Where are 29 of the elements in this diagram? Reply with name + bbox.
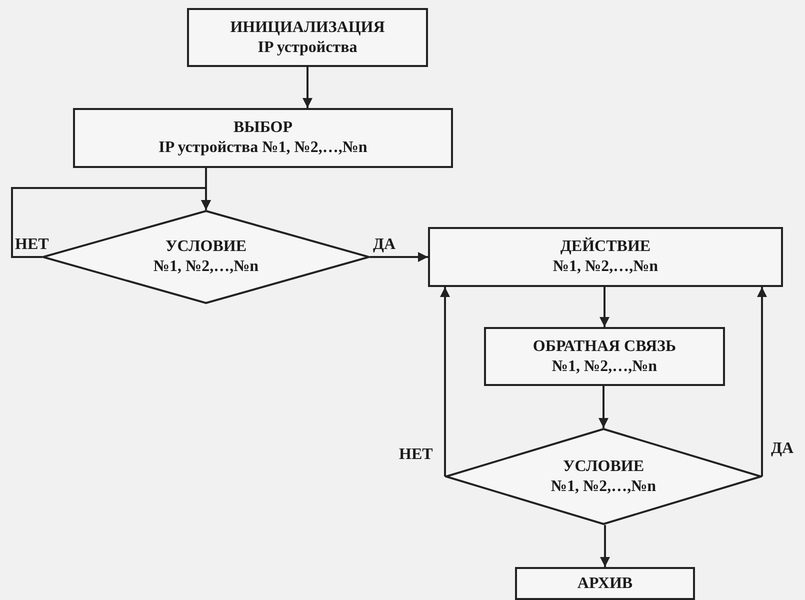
process-box	[428, 227, 783, 287]
decision-diamond	[445, 428, 762, 525]
step-title: ВЫБОР	[233, 118, 293, 138]
step-text: №1, №2,…,№n	[552, 257, 658, 277]
process-box	[484, 327, 725, 386]
step-text: IP устройства №1, №2,…,№n	[158, 138, 368, 158]
step-text: №1, №2,…,№n	[552, 356, 658, 376]
step-title: УСЛОВИЕ	[165, 237, 247, 257]
step-text: №1, №2,…,№n	[153, 257, 259, 277]
arrow	[757, 287, 767, 476]
arrow	[302, 67, 312, 108]
step-text: IP устройства	[258, 38, 358, 58]
step-title: ИНИЦИАЛИЗАЦИЯ	[230, 18, 385, 38]
step-title: ДЕЙСТВИЕ	[560, 237, 651, 257]
arrow	[600, 287, 610, 327]
arrow	[11, 187, 211, 258]
arrow	[440, 287, 450, 476]
edge-label: ДА	[372, 236, 397, 254]
step-title: ОБРАТНАЯ СВЯЗЬ	[532, 336, 676, 356]
process-box	[515, 567, 695, 600]
edge-label: ДА	[770, 440, 795, 458]
step-title: УСЛОВИЕ	[562, 456, 644, 476]
process-box	[73, 108, 453, 168]
arrow	[598, 386, 608, 428]
process-box	[187, 8, 428, 67]
step-title: АРХИВ	[577, 574, 633, 594]
arrow	[370, 252, 428, 262]
step-text: №1, №2,…,№n	[550, 476, 656, 496]
arrow	[600, 525, 610, 567]
